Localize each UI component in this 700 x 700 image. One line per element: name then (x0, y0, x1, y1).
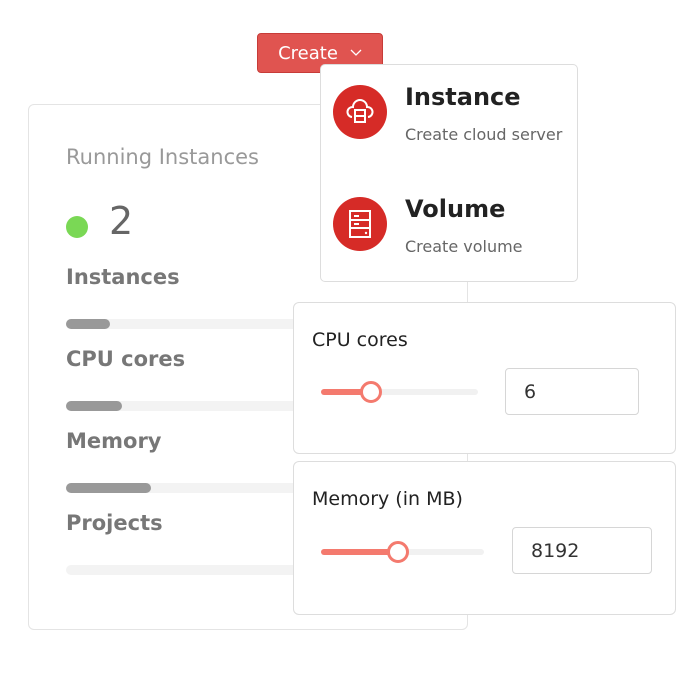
progress-fill (66, 401, 122, 411)
cpu-input[interactable]: 6 (505, 368, 639, 415)
menu-item-name: Instance (405, 83, 521, 111)
cloud-server-icon (333, 85, 387, 139)
menu-item-description: Create volume (405, 237, 523, 256)
memory-slider[interactable] (321, 541, 484, 563)
slider-thumb[interactable] (360, 381, 383, 403)
metric-label-instances: Instances (66, 265, 180, 289)
cpu-slider[interactable] (321, 381, 478, 403)
status-dot (66, 216, 88, 238)
menu-item-volume[interactable]: Volume Create volume (333, 195, 573, 287)
progress-memory (66, 483, 436, 493)
progress-instances (66, 319, 436, 329)
metric-label-memory: Memory (66, 429, 162, 453)
menu-item-instance[interactable]: Instance Create cloud server (333, 83, 573, 175)
memory-label: Memory (in MB) (312, 488, 463, 510)
storage-icon (333, 197, 387, 251)
metric-label-projects: Projects (66, 511, 163, 535)
metric-label-cpu: CPU cores (66, 347, 186, 371)
progress-cpu (66, 401, 436, 411)
memory-panel: Memory (in MB) 8192 (293, 461, 676, 615)
progress-projects (66, 565, 436, 575)
cpu-panel: CPU cores 6 (293, 302, 676, 454)
memory-input[interactable]: 8192 (512, 527, 652, 574)
create-dropdown-menu: Instance Create cloud server Volume Crea… (320, 64, 578, 282)
progress-fill (66, 483, 152, 493)
menu-item-description: Create cloud server (405, 125, 563, 144)
progress-fill (66, 319, 111, 329)
card-title: Running Instances (66, 145, 259, 169)
cpu-label: CPU cores (312, 329, 408, 351)
running-count: 2 (109, 199, 134, 243)
slider-fill (321, 389, 372, 395)
slider-fill (321, 549, 398, 555)
chevron-down-icon (350, 49, 362, 56)
create-button-label: Create (278, 42, 338, 64)
menu-item-name: Volume (405, 195, 506, 223)
slider-thumb[interactable] (386, 541, 409, 563)
